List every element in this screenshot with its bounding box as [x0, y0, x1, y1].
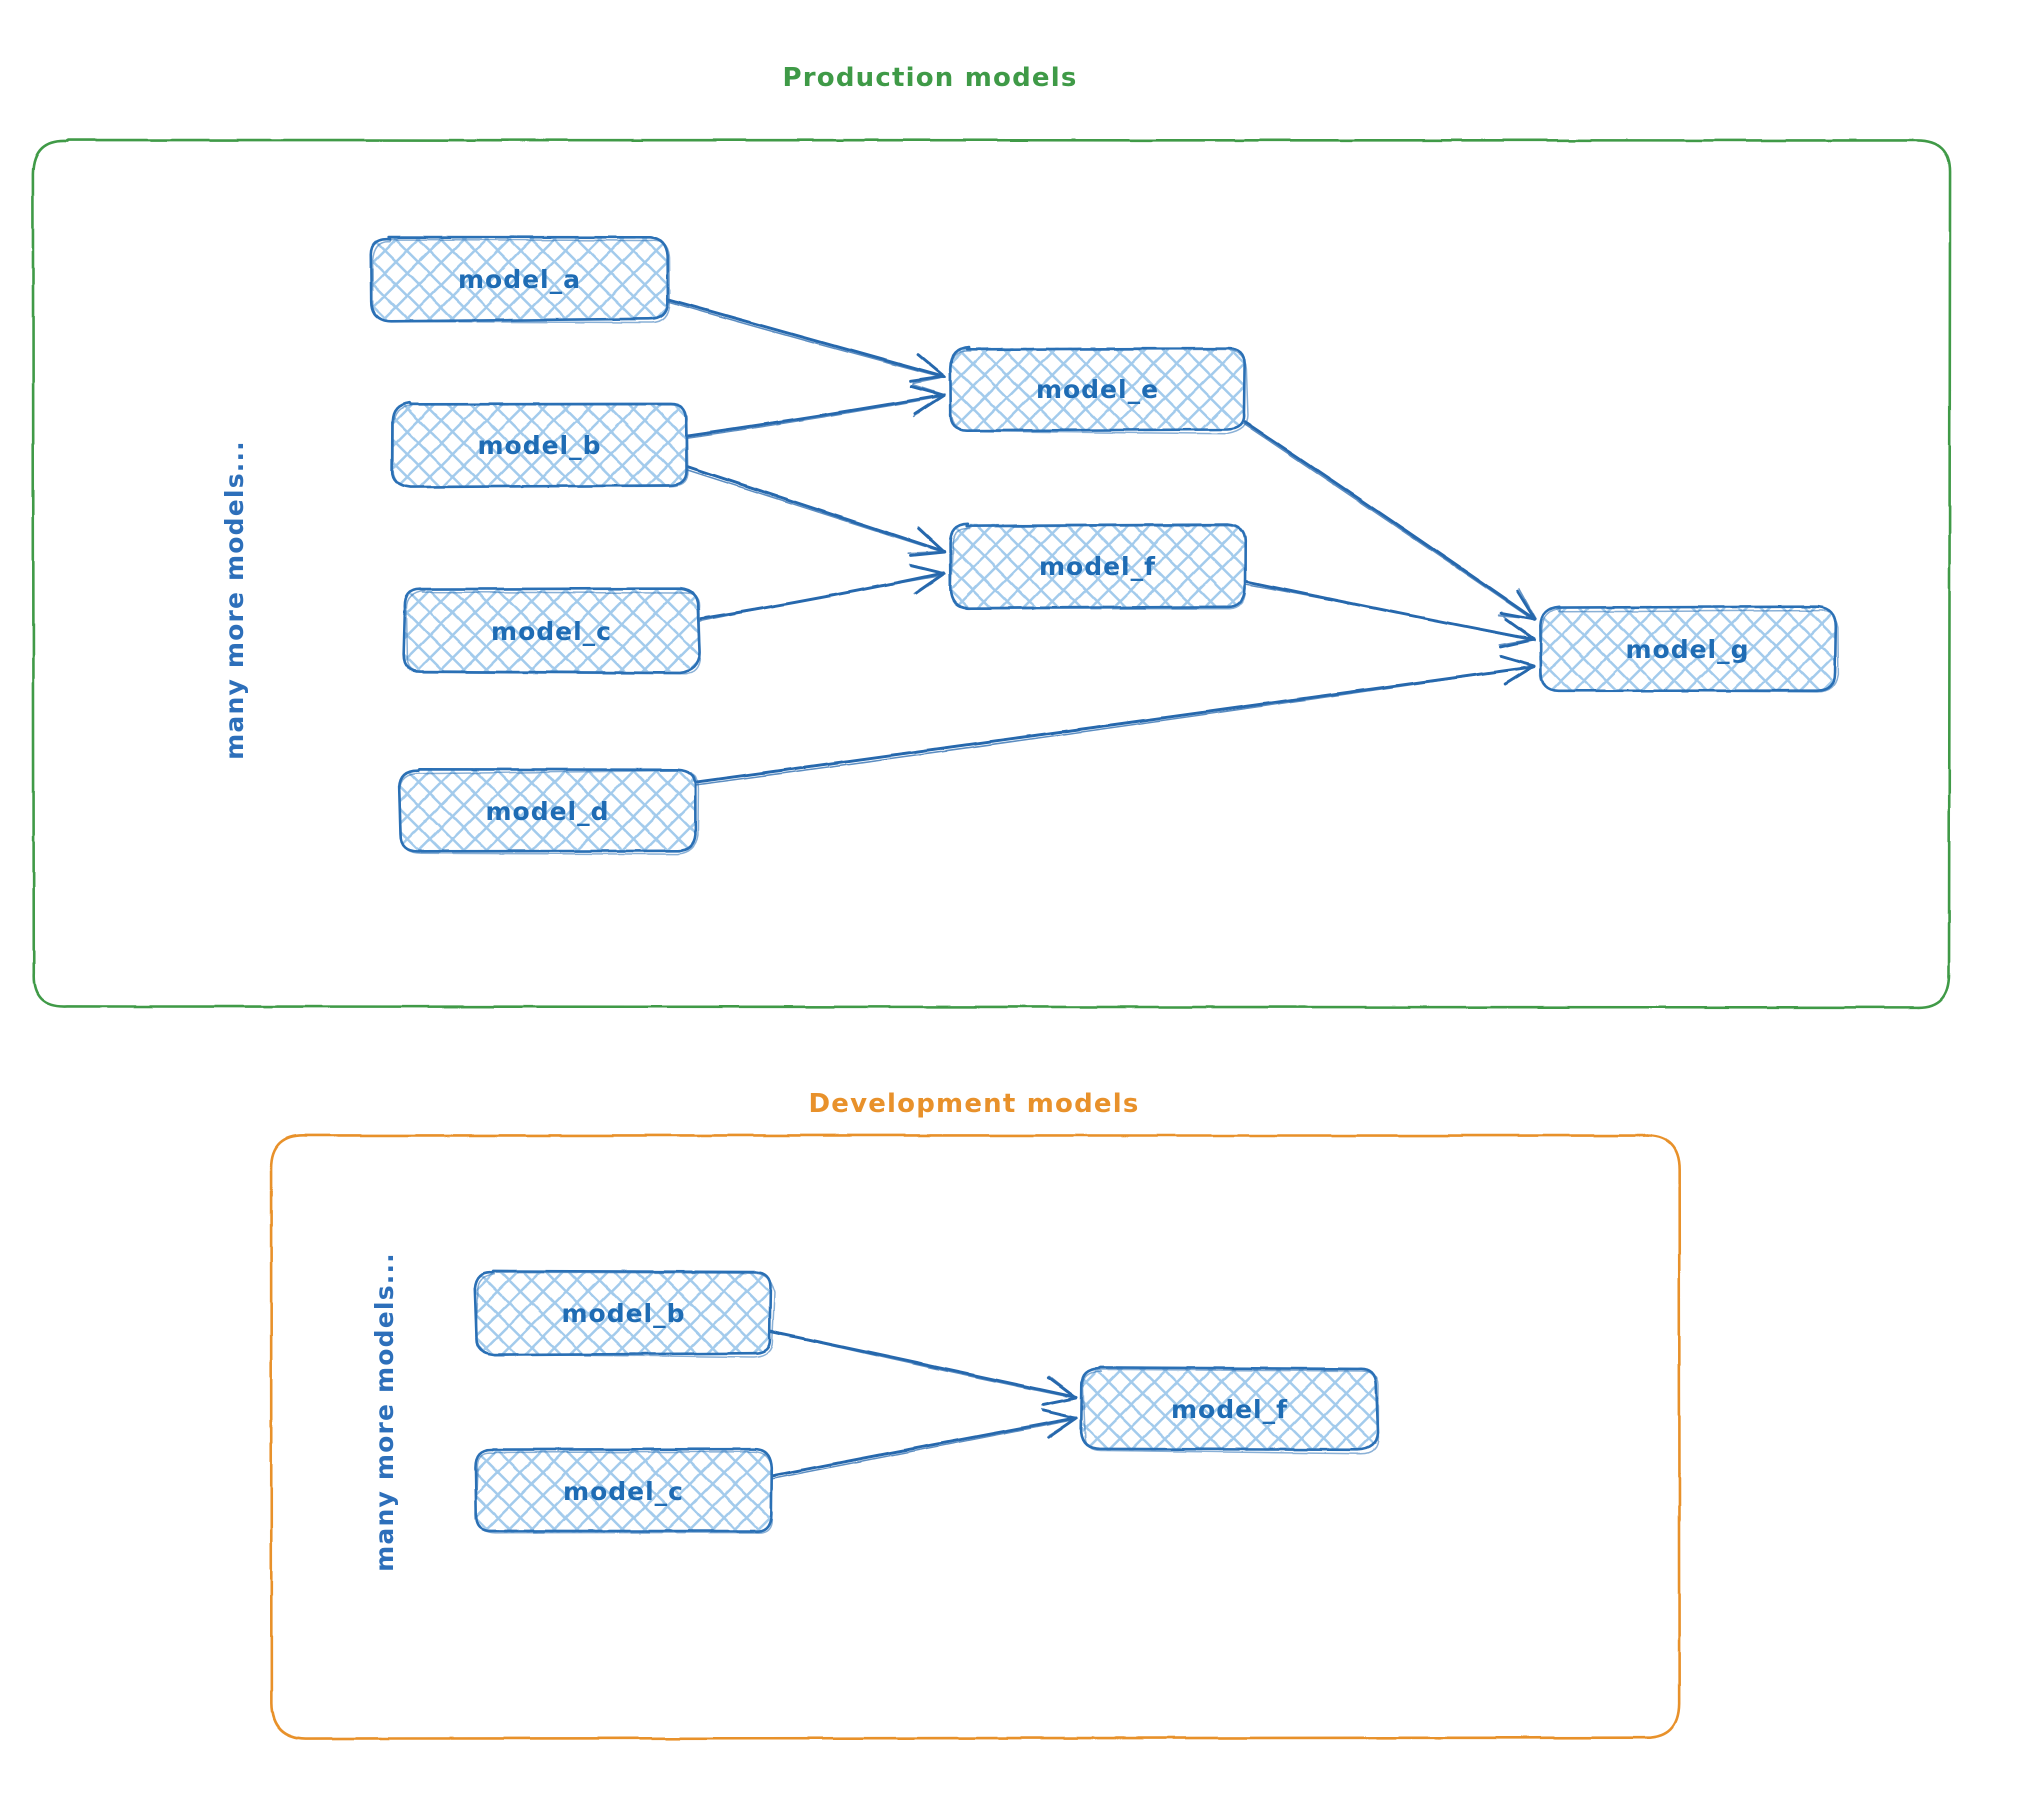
node-label-prod_model_e: model_e [1036, 375, 1159, 404]
node-label-prod_model_c: model_c [491, 617, 612, 646]
edge-prod_model_d-to-prod_model_g [692, 654, 1536, 786]
node-prod_model_b[interactable] [390, 401, 689, 489]
labels-layer: Production models many more models... mode… [220, 63, 1749, 1572]
group-title-production: Production models [782, 63, 1077, 93]
node-label-prod_model_b: model_b [477, 431, 601, 460]
group-frame-development [269, 1134, 1681, 1740]
edge-prod_model_b-to-prod_model_e [684, 383, 946, 439]
node-prod_model_c[interactable] [402, 587, 701, 675]
edge-prod_model_e-to-prod_model_g [1243, 420, 1537, 622]
nodes-layer [369, 235, 1840, 1534]
edge-prod_model_b-to-prod_model_f [684, 464, 946, 557]
node-label-prod_model_d: model_d [485, 797, 609, 826]
node-label-dev_model_f: model_f [1171, 1395, 1288, 1424]
node-prod_model_f[interactable] [948, 522, 1247, 610]
node-label-prod_model_g: model_g [1625, 635, 1749, 664]
side-label-production: many more models... [220, 440, 249, 760]
node-label-dev_model_c: model_c [563, 1477, 684, 1506]
node-prod_model_e[interactable] [948, 345, 1249, 435]
group-frame-production [31, 138, 1952, 1009]
node-label-dev_model_b: model_b [561, 1299, 685, 1328]
node-label-prod_model_a: model_a [458, 265, 581, 294]
group-title-development: Development models [808, 1089, 1139, 1119]
edges-layer [664, 297, 1537, 1480]
edge-dev_model_c-to-dev_model_f [769, 1408, 1078, 1480]
edge-prod_model_f-to-prod_model_g [1242, 579, 1536, 649]
node-dev_model_c[interactable] [474, 1447, 774, 1534]
node-prod_model_d[interactable] [397, 768, 700, 855]
edge-prod_model_a-to-prod_model_e [664, 297, 947, 385]
node-prod_model_g[interactable] [1539, 605, 1840, 693]
side-label-development: many more models... [370, 1252, 399, 1572]
node-label-prod_model_f: model_f [1039, 552, 1156, 581]
node-dev_model_f[interactable] [1079, 1366, 1380, 1455]
node-dev_model_b[interactable] [473, 1269, 776, 1358]
edge-dev_model_b-to-dev_model_f [768, 1329, 1079, 1407]
edge-prod_model_c-to-prod_model_f [697, 563, 946, 623]
node-prod_model_a[interactable] [369, 235, 671, 324]
group-frames-layer [31, 138, 1952, 1740]
